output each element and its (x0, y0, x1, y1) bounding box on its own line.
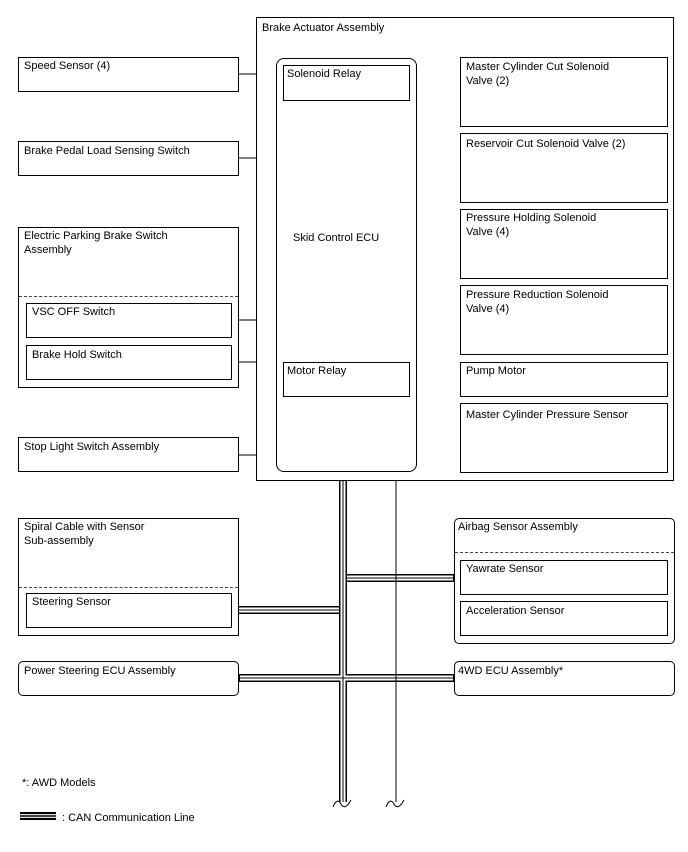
reservoir-cut-valve (460, 133, 668, 203)
airbag-sensor-assembly-label: Airbag Sensor Assembly (458, 521, 578, 533)
epb-switch-assembly-label: Electric Parking Brake Switch Assembly (24, 230, 168, 256)
can-line-legend: : CAN Communication Line (62, 812, 195, 824)
motor-relay (283, 362, 410, 397)
vsc-off-switch-label: VSC OFF Switch (32, 306, 116, 318)
can-break-mark (332, 799, 352, 808)
brake-pedal-switch-label: Brake Pedal Load Sensing Switch (24, 145, 190, 157)
vsc-off-switch (26, 303, 232, 338)
pump-motor (460, 362, 668, 397)
spiral-cable-divider (19, 587, 238, 588)
speed-sensor (18, 57, 239, 92)
yawrate-sensor (460, 560, 668, 595)
brake-hold-switch (26, 345, 232, 380)
stop-light-switch (18, 437, 239, 472)
can-legend-symbol (20, 812, 56, 820)
motor-relay-label: Motor Relay (287, 365, 347, 377)
airbag-divider (455, 552, 674, 553)
awd-ecu (454, 661, 675, 696)
master-cylinder-cut-valve-label: Master Cylinder Cut Solenoid Valve (2) (466, 61, 610, 87)
pressure-holding-valve-label: Pressure Holding Solenoid Valve (4) (466, 212, 597, 238)
yawrate-sensor-label: Yawrate Sensor (466, 563, 544, 575)
brake-pedal-switch (18, 141, 239, 176)
can-bus (232, 472, 454, 802)
steering-sensor-label: Steering Sensor (32, 596, 111, 608)
solenoid-relay-label: Solenoid Relay (287, 68, 361, 80)
awd-ecu-label: 4WD ECU Assembly* (458, 665, 564, 677)
master-cylinder-cut-valve (460, 57, 668, 127)
master-cylinder-pressure-sensor (460, 403, 668, 473)
spiral-cable-assembly-label: Spiral Cable with Sensor Sub-assembly (24, 521, 145, 547)
acceleration-sensor-label: Acceleration Sensor (466, 605, 565, 617)
epb-divider (19, 296, 238, 297)
pressure-reduction-valve-label: Pressure Reduction Solenoid Valve (4) (466, 289, 609, 315)
pressure-reduction-valve (460, 285, 668, 355)
awd-models-note: *: AWD Models (22, 777, 96, 789)
reservoir-cut-valve-label: Reservoir Cut Solenoid Valve (2) (466, 138, 626, 150)
stop-light-switch-label: Stop Light Switch Assembly (24, 441, 160, 453)
pump-motor-label: Pump Motor (466, 365, 526, 377)
master-cylinder-pressure-sensor-label: Master Cylinder Pressure Sensor (466, 409, 629, 421)
power-steering-ecu (18, 661, 239, 696)
skid-control-ecu-label: Skid Control ECU (293, 232, 380, 244)
skid-control-ecu (276, 58, 417, 472)
pressure-holding-valve (460, 209, 668, 279)
brake-hold-switch-label: Brake Hold Switch (32, 349, 122, 361)
brake-actuator-title: Brake Actuator Assembly (262, 22, 385, 34)
steering-sensor (26, 593, 232, 628)
speed-sensor-label: Speed Sensor (4) (24, 60, 111, 72)
solenoid-relay (283, 65, 410, 101)
acceleration-sensor (460, 601, 668, 636)
single-wire-break-mark (385, 799, 405, 808)
power-steering-ecu-label: Power Steering ECU Assembly (24, 665, 176, 677)
